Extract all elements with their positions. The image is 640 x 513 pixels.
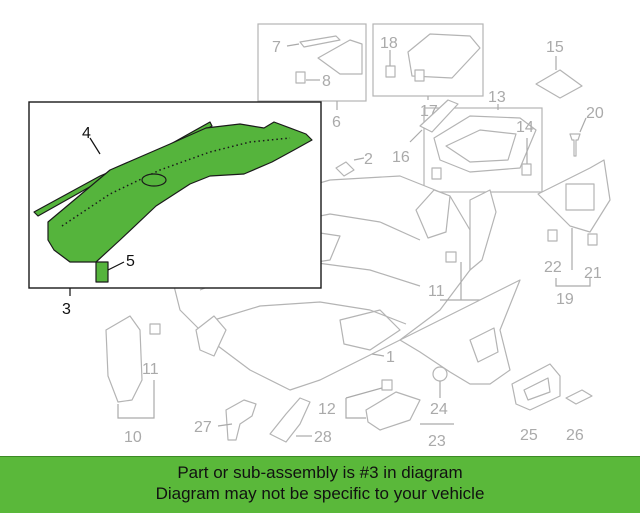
callout-11-left: 11 (142, 361, 159, 378)
callout-13: 13 (488, 89, 506, 106)
callout-22: 22 (544, 259, 562, 276)
leader-2 (353, 157, 365, 161)
part-25-panel (511, 363, 561, 411)
callout-19: 19 (556, 291, 574, 308)
part-22-clip (547, 229, 558, 242)
callout-18: 18 (380, 35, 398, 52)
part-13-bin-inner (445, 129, 517, 163)
part-group-19: 22 21 19 (537, 159, 611, 308)
part-3-vent-slots (61, 137, 291, 227)
callout-26: 26 (566, 427, 584, 444)
callout-27: 27 (194, 419, 212, 436)
part-19-screen (565, 183, 595, 211)
part-group-10: 11 10 (105, 315, 161, 446)
part-26: 26 (565, 389, 593, 444)
part-27: 27 (194, 399, 257, 441)
part-13-bin (433, 115, 537, 173)
part-8-clip (295, 71, 306, 84)
part-15-pad (535, 69, 583, 99)
part-19-bezel (537, 159, 611, 233)
callout-3: 3 (62, 301, 71, 318)
part-14-clip-a (431, 167, 442, 180)
callout-2: 2 (364, 151, 373, 168)
callout-4: 4 (82, 125, 91, 142)
callout-8: 8 (322, 73, 331, 90)
parts-diagram: 7 8 6 18 17 15 13 14 16 (28, 23, 611, 450)
leader-7 (286, 43, 300, 47)
part-3-defroster-panel[interactable] (47, 121, 313, 263)
group-box-13 (423, 107, 543, 193)
part-12: 12 (318, 379, 421, 431)
part-21-clip (587, 233, 598, 246)
part-23-opening (469, 327, 499, 363)
part-18-clip-a (385, 65, 396, 78)
callout-10: 10 (124, 429, 142, 446)
banner-line-1: Part or sub-assembly is #3 in diagram (177, 463, 463, 482)
part-20-screw (569, 133, 581, 157)
part-28: 28 (269, 397, 332, 446)
part-14-clip-b (521, 163, 532, 176)
part-11-clip-left (149, 323, 161, 335)
leader-20 (579, 117, 587, 133)
leader-1 (371, 353, 385, 357)
panel-ridge-3 (213, 301, 407, 325)
callout-5: 5 (126, 253, 135, 270)
group-box-6 (257, 23, 367, 102)
part-3-sensor-hole (141, 173, 167, 187)
leader-27 (217, 423, 233, 427)
part-17-panel (407, 33, 481, 79)
callout-11-right: 11 (428, 283, 445, 300)
leader-16 (409, 129, 423, 143)
callout-28: 28 (314, 429, 332, 446)
info-banner: Part or sub-assembly is #3 in diagram Di… (0, 456, 640, 513)
callout-14: 14 (516, 119, 534, 136)
leader-12 (345, 387, 383, 419)
part-12-clip (381, 379, 393, 391)
bracket-19 (555, 278, 591, 287)
part-28-panel (269, 397, 311, 443)
callout-6: 6 (332, 114, 341, 131)
part-2: 2 (335, 151, 373, 177)
part-group-13: 13 14 (423, 89, 543, 193)
leader-4 (89, 137, 101, 155)
callout-21: 21 (584, 265, 602, 282)
part-20: 20 (569, 105, 604, 157)
part-2-clip (335, 161, 355, 177)
part-25-opening (523, 377, 551, 401)
leader-5 (107, 261, 125, 271)
callout-20: 20 (586, 105, 604, 122)
callout-1: 1 (386, 349, 395, 366)
callout-24: 24 (430, 401, 448, 418)
part-7-trim (299, 35, 341, 48)
banner-line-2: Diagram may not be specific to your vehi… (155, 484, 485, 503)
part-group-17: 18 17 (372, 23, 484, 120)
part-15: 15 (535, 39, 583, 99)
part-24-knob (432, 366, 448, 382)
part-9-trim (469, 189, 497, 271)
part-group-3-highlighted: 4 5 3 (28, 101, 322, 318)
part-16: 16 (392, 99, 459, 166)
part-10-end-panel (105, 315, 143, 403)
panel-vent-left (195, 315, 227, 357)
part-25: 25 (511, 363, 561, 444)
part-27-bracket (225, 399, 257, 441)
bracket-10 (117, 380, 155, 419)
part-26-clip (565, 389, 593, 405)
callout-25: 25 (520, 427, 538, 444)
callout-7: 7 (272, 39, 281, 56)
part-6-panel (317, 39, 363, 75)
panel-glovebox-opening (339, 309, 401, 351)
part-group-23: 24 23 (399, 279, 521, 450)
part-group-6: 7 8 6 (257, 23, 367, 131)
part-11-clip-right (445, 251, 457, 263)
callout-23: 23 (428, 433, 446, 450)
part-5-clip (95, 261, 109, 283)
part-16-strip (419, 99, 459, 133)
part-18-clip-b (414, 69, 425, 82)
part-12-bracket (365, 391, 421, 431)
callout-15: 15 (546, 39, 564, 56)
panel-vent-right (415, 189, 451, 239)
callout-16: 16 (392, 149, 410, 166)
callout-12: 12 (318, 401, 336, 418)
